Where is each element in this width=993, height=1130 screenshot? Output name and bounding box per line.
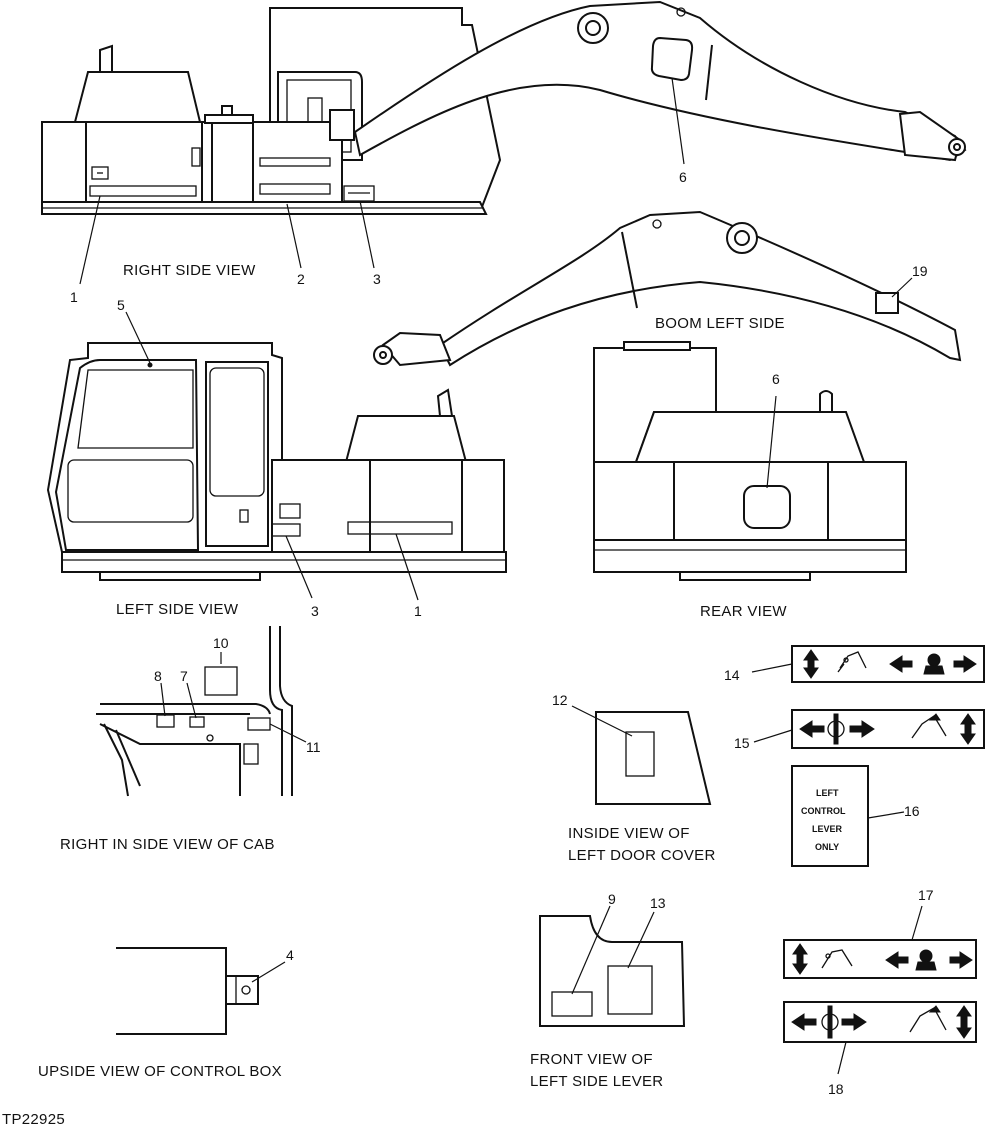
callout-5-left-side: 5 [117, 297, 125, 313]
caption-boom-left-side: BOOM LEFT SIDE [655, 315, 785, 332]
right-inside-cab-view: 10 8 7 11 RIGHT IN SIDE VIEW OF CAB [60, 626, 321, 853]
left-side-lever-view: 9 13 FRONT VIEW OF LEFT SIDE LEVER [530, 891, 686, 1090]
callout-1-left-side: 1 [414, 603, 422, 619]
callout-3-left-side: 3 [311, 603, 319, 619]
callout-1-right-side: 1 [70, 289, 78, 305]
callout-10-cab: 10 [213, 635, 229, 651]
decal-16-line4: ONLY [815, 842, 839, 852]
callout-11-cab: 11 [306, 739, 321, 755]
callout-18: 18 [828, 1081, 844, 1097]
callout-4-control-box: 4 [286, 947, 294, 963]
right-side-view: 1 2 3 6 RIGHT SIDE VIEW [41, 0, 967, 305]
callout-7-cab: 7 [180, 668, 188, 684]
decal-16-line3: LEVER [812, 824, 843, 834]
caption-lever-line1: FRONT VIEW OF [530, 1051, 653, 1068]
decal-16: LEFT CONTROL LEVER ONLY 16 [791, 765, 920, 867]
callout-12-door: 12 [552, 692, 568, 708]
decal-15: 15 [734, 709, 985, 751]
callout-16: 16 [904, 803, 920, 819]
caption-lever-line2: LEFT SIDE LEVER [530, 1073, 663, 1090]
caption-left-side-view: LEFT SIDE VIEW [116, 601, 239, 618]
callout-13-lever: 13 [650, 895, 666, 911]
callout-14: 14 [724, 667, 740, 683]
caption-door-cover-line2: LEFT DOOR COVER [568, 847, 716, 864]
callout-8-cab: 8 [154, 668, 162, 684]
callout-17: 17 [918, 887, 934, 903]
decal-17: 17 [783, 887, 977, 979]
callout-3-right-side: 3 [373, 271, 381, 287]
caption-right-side-view: RIGHT SIDE VIEW [123, 262, 256, 279]
caption-right-inside-cab: RIGHT IN SIDE VIEW OF CAB [60, 836, 275, 853]
callout-6-rear: 6 [772, 371, 780, 387]
callout-6-boom: 6 [679, 169, 687, 185]
callout-19-boom: 19 [912, 263, 928, 279]
boom-left-side-view: 19 BOOM LEFT SIDE [373, 210, 962, 367]
left-door-cover-view: 12 INSIDE VIEW OF LEFT DOOR COVER [552, 692, 716, 864]
figure-id: TP22925 [2, 1111, 65, 1128]
left-side-view: 5 3 1 LEFT SIDE VIEW [46, 297, 507, 619]
control-box-view: 4 UPSIDE VIEW OF CONTROL BOX [38, 947, 294, 1080]
caption-rear-view: REAR VIEW [700, 603, 787, 620]
decal-16-line2: CONTROL [801, 806, 846, 816]
caption-control-box: UPSIDE VIEW OF CONTROL BOX [38, 1063, 282, 1080]
callout-2-right-side: 2 [297, 271, 305, 287]
callout-9-lever: 9 [608, 891, 616, 907]
rear-view: 6 REAR VIEW [593, 341, 907, 620]
decal-14: 14 [724, 645, 985, 683]
decal-16-line1: LEFT [816, 788, 839, 798]
caption-door-cover-line1: INSIDE VIEW OF [568, 825, 690, 842]
decal-18: 18 [783, 1001, 977, 1097]
callout-15: 15 [734, 735, 750, 751]
